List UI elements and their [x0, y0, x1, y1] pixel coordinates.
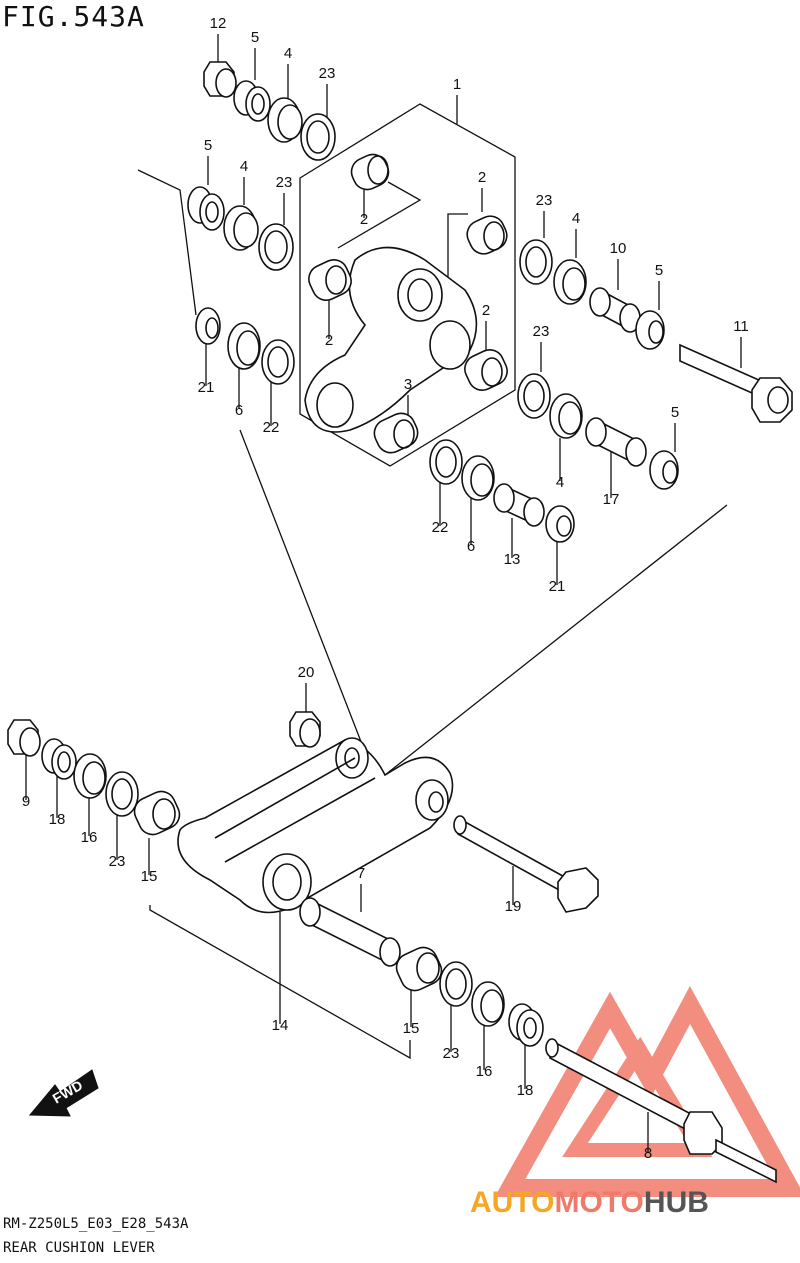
callout-2: 2	[360, 211, 368, 228]
part-19-bolt	[453, 815, 599, 913]
callout-4: 4	[556, 474, 564, 491]
watermark-logo	[494, 986, 800, 1197]
part-23-washer-lower-right	[439, 961, 473, 1007]
callout-11: 11	[733, 318, 749, 335]
svg-text:AUTOMOTOHUB: AUTOMOTOHUB	[470, 1186, 709, 1219]
part-23-washer-lower-left	[105, 771, 139, 817]
part-15-bearing-right	[395, 946, 443, 992]
callout-22: 22	[263, 419, 280, 436]
callout-23: 23	[533, 323, 550, 340]
callout-21: 21	[549, 578, 566, 595]
callout-5: 5	[251, 29, 259, 46]
part-6-seal-center	[461, 455, 495, 501]
callout-4: 4	[572, 210, 580, 227]
callout-23: 23	[109, 853, 126, 870]
callout-15: 15	[141, 868, 158, 885]
callout-5: 5	[671, 404, 679, 421]
watermark-text: AUTOMOTOHUB	[470, 1186, 709, 1219]
callout-3: 3	[404, 376, 412, 393]
part-4-seal-right	[553, 259, 587, 305]
part-12-nut	[203, 61, 237, 98]
callout-5: 5	[655, 262, 663, 279]
callout-17: 17	[603, 491, 620, 508]
callout-19: 19	[505, 898, 522, 915]
callout-14: 14	[272, 1017, 289, 1034]
callout-23: 23	[536, 192, 553, 209]
callout-5: 5	[204, 137, 212, 154]
model-code: RM-Z250L5_E03_E28_543A	[3, 1216, 189, 1232]
part-5-collar-left	[187, 186, 225, 231]
watermark-auto: AUTO	[470, 1186, 554, 1219]
watermark-moto: MOTO	[554, 1186, 643, 1219]
part-16-seal-right	[471, 981, 505, 1027]
part-7-spacer	[299, 897, 401, 967]
callout-2: 2	[482, 302, 490, 319]
callout-21: 21	[198, 379, 215, 396]
callout-2: 2	[325, 332, 333, 349]
part-14-cushion-rod	[177, 737, 454, 914]
callout-18: 18	[49, 811, 66, 828]
callout-4: 4	[284, 45, 292, 62]
part-1-housing	[304, 153, 508, 454]
callout-7: 7	[357, 865, 365, 882]
callout-2: 2	[478, 169, 486, 186]
part-4-seal-left	[223, 205, 259, 251]
fwd-arrow-icon: FWD	[28, 1069, 99, 1117]
part-23-washer-top	[300, 113, 336, 161]
part-10-spacer	[589, 287, 641, 333]
callout-18: 18	[517, 1082, 534, 1099]
callout-20: 20	[298, 664, 315, 681]
part-23-washer-left	[258, 223, 294, 271]
part-9-nut	[7, 719, 41, 757]
part-21-collar-left	[195, 307, 221, 345]
callout-13: 13	[504, 551, 521, 568]
callout-12: 12	[210, 15, 227, 32]
part-5-collar-right-lower	[649, 450, 679, 490]
callout-8: 8	[644, 1145, 652, 1162]
part-5-collar-right	[635, 310, 665, 350]
part-18-collar-right	[508, 1003, 544, 1047]
part-1-outline	[299, 103, 516, 467]
callout-22: 22	[432, 519, 449, 536]
part-16-seal-left	[73, 753, 107, 799]
callout-6: 6	[235, 402, 243, 419]
part-15-bearing-left	[133, 790, 181, 836]
callout-6: 6	[467, 538, 475, 555]
callout-23: 23	[276, 174, 293, 191]
part-4-seal-right-lower	[549, 393, 583, 439]
part-22-washer-center	[429, 439, 463, 485]
part-6-seal-left	[227, 322, 261, 370]
figure-title: FIG.543A	[2, 0, 145, 33]
callout-numbers: 1254231542322234105112223321622541722613…	[22, 15, 749, 1162]
part-20-nut	[289, 711, 321, 748]
part-4-seal-top	[267, 97, 303, 143]
callout-1: 1	[453, 76, 461, 93]
part-18-collar-left	[41, 738, 77, 780]
part-17-spacer	[585, 417, 647, 467]
callout-10: 10	[610, 240, 627, 257]
part-11-bolt	[679, 343, 793, 423]
callout-16: 16	[476, 1063, 493, 1080]
part-5-collar-top	[233, 80, 271, 122]
part-21-collar-center	[545, 505, 575, 543]
part-23-washer-right	[519, 239, 553, 285]
leader-lines	[25, 34, 742, 1152]
callout-16: 16	[81, 829, 98, 846]
callout-15: 15	[403, 1020, 420, 1037]
section-name: REAR CUSHION LEVER	[3, 1240, 155, 1256]
callout-9: 9	[22, 793, 30, 810]
callout-4: 4	[240, 158, 248, 175]
part-23-washer-right-lower	[517, 373, 551, 419]
part-8-bolt	[545, 1038, 777, 1184]
part-22-washer-left	[261, 339, 295, 385]
callout-23: 23	[319, 65, 336, 82]
callout-23: 23	[443, 1045, 460, 1062]
part-13-spacer	[493, 483, 545, 527]
watermark-hub: HUB	[644, 1186, 709, 1219]
